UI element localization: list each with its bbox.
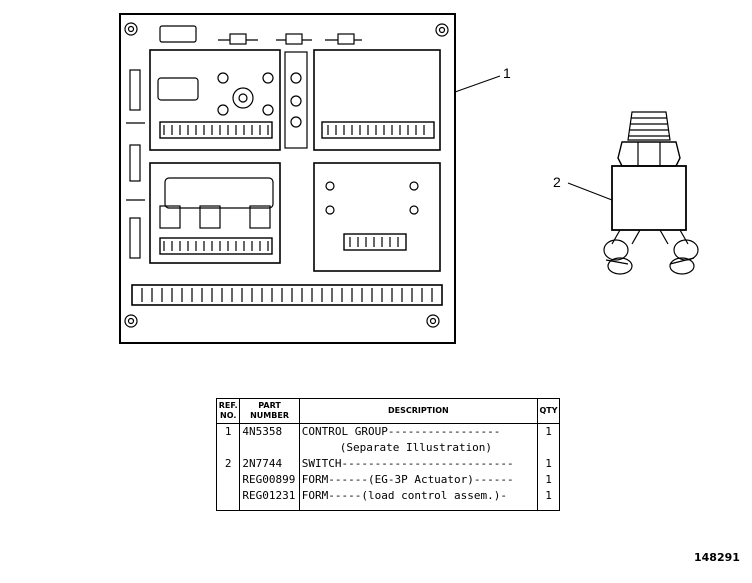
cell-description: CONTROL GROUP----------------- (298, 423, 539, 440)
module-upper-right (313, 49, 441, 151)
col-header-ref: REF. NO. (215, 398, 241, 424)
col-header-description: DESCRIPTION (298, 398, 539, 424)
cell-ref: 1 (215, 423, 241, 440)
col-header-part-number: PART NUMBER (239, 398, 300, 424)
table-row: 2 2N7744 SWITCH-------------------------… (215, 456, 560, 472)
left-side-components (126, 69, 145, 259)
table-row: 1 4N5358 CONTROL GROUP----------------- … (215, 423, 560, 440)
cell-part-number: REG00899 (239, 472, 300, 488)
callout-2: 2 (553, 174, 561, 190)
module-upper-left (149, 49, 281, 151)
table-row: REG00899 FORM------(EG-3P Actuator)-----… (215, 472, 560, 488)
cell-part-number (239, 440, 300, 456)
module-lower-left (149, 162, 281, 264)
cell-ref (215, 488, 241, 511)
center-terminal-strip (284, 51, 308, 149)
cell-ref (215, 440, 241, 456)
cell-ref: 2 (215, 456, 241, 472)
cell-description: SWITCH-------------------------- (298, 456, 539, 472)
switch-assembly (603, 111, 699, 275)
cell-ref (215, 472, 241, 488)
module-lower-right (313, 162, 441, 272)
cell-part-number: REG01231 (239, 488, 300, 511)
cell-qty: 1 (537, 488, 560, 511)
cell-qty: 1 (537, 423, 560, 440)
cell-description: FORM------(EG-3P Actuator)------ (298, 472, 539, 488)
bottom-terminal-strip (131, 284, 443, 306)
callout-1: 1 (503, 65, 511, 81)
col-header-qty: QTY (537, 398, 560, 424)
top-resistors (218, 33, 362, 45)
cell-part-number: 4N5358 (239, 423, 300, 440)
mounting-holes (124, 22, 449, 328)
cell-part-number: 2N7744 (239, 456, 300, 472)
cell-qty (537, 440, 560, 456)
parts-list-table: REF. NO. PART NUMBER DESCRIPTION QTY 1 4… (215, 398, 560, 511)
control-group-assembly (119, 13, 456, 344)
leader-line-1 (454, 75, 501, 93)
cell-description: (Separate Illustration) (298, 440, 539, 456)
cell-qty: 1 (537, 472, 560, 488)
cell-qty: 1 (537, 456, 560, 472)
leader-line-2 (567, 182, 613, 201)
table-row: (Separate Illustration) (215, 440, 560, 456)
cell-description: FORM-----(load control assem.)- (298, 488, 539, 511)
figure-number: 148291 (694, 551, 740, 564)
parts-table-header: REF. NO. PART NUMBER DESCRIPTION QTY (215, 398, 560, 424)
table-row: REG01231 FORM-----(load control assem.)-… (215, 488, 560, 511)
